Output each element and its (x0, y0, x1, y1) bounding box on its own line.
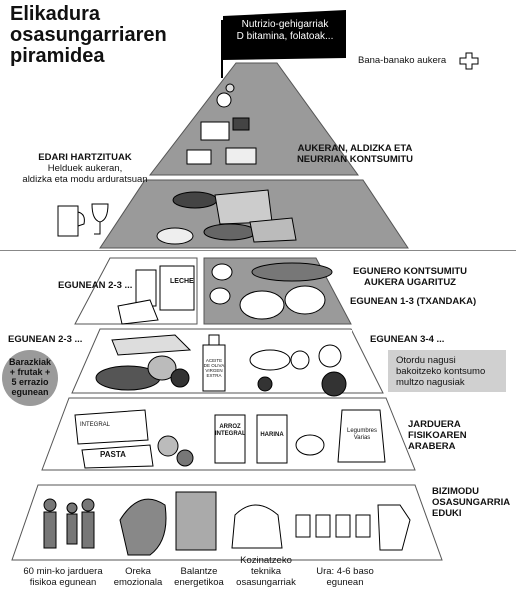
activity-line-1: JARDUERA (408, 419, 461, 430)
flour-label: HARINA (260, 432, 284, 438)
veg-servings: EGUNEAN 2-3 ... (8, 334, 83, 345)
base-icons (43, 491, 411, 556)
legumes-label: Legumbres Varias (342, 428, 382, 442)
oil-label: ACEITE DE OLIVA VIRGEN EXTRA (203, 358, 225, 378)
protein-icons (209, 262, 333, 320)
oil-line-4: EXTRA (206, 373, 222, 378)
caption-activity-line-1: 60 min-ko jarduera (23, 566, 103, 577)
fruit-icons (249, 344, 347, 397)
caption-energy-line-1: Balantze (180, 566, 218, 577)
oil-line-1: ACEITE (205, 358, 223, 363)
beer-wine-icons (57, 203, 109, 237)
rice-line-2: INTEGRAL (215, 431, 246, 437)
grain-icons (74, 409, 386, 469)
daily-line-2: AUKERA UGARITUZ (363, 277, 456, 288)
title-line-2: osasungarriaren (10, 24, 167, 46)
occasional-label: AUKERAN, ALDIZKA ETA NEURRIAN KONTSUMITU (295, 143, 415, 165)
grain-note-text: Otordu nagusi bakoitzeko kontsumo multzo… (396, 355, 485, 388)
healthy-line-2: OSASUNGARRIA (432, 497, 511, 508)
glasses-icon (295, 514, 371, 538)
flag-text: Nutrizio-gehigarriak D bitamina, folatoa… (226, 19, 344, 43)
fermented-drinks: EDARI HARTZITUAK Helduek aukeran, aldizk… (10, 152, 160, 185)
fermented-line-2: aldizka eta modu arduratsuan (22, 174, 148, 185)
dairy-servings: EGUNEAN 2-3 ... (58, 280, 133, 291)
weekly-label: EGUNEAN 1-3 (TXANDAKA) (350, 296, 477, 307)
caption-emotional-line-2: emozionala (113, 577, 163, 588)
caption-activity: 60 min-ko jarduera fisikoa egunean (18, 566, 108, 588)
caption-cooking-line-1: Kozinatzeko (240, 555, 292, 566)
page-title: Elikadura osasungarriaren piramidea (10, 4, 200, 67)
sweets-icons (186, 83, 257, 165)
occasional-line-2: NEURRIAN KONTSUMITU (296, 154, 414, 165)
caption-emotional: Oreka emozionala (108, 566, 168, 588)
bread-label: INTEGRAL (80, 422, 111, 428)
daily-line-1: EGUNERO KONTSUMITU (353, 266, 467, 277)
oil-line-2: DE OLIVA (203, 363, 225, 368)
family-icon (43, 498, 95, 549)
cross-icon (459, 52, 479, 70)
five-a-day-line-4: egunean (11, 387, 49, 397)
activity-line-3: ARABERA (408, 441, 456, 452)
oil-line-3: VIRGEN (205, 368, 223, 373)
flag-line-1: Nutrizio-gehigarriak (241, 19, 329, 30)
meat-icons (156, 189, 297, 245)
dairy-icons (117, 265, 195, 325)
caption-emotional-line-1: Oreka (125, 566, 151, 577)
five-a-day-text: Barazkiak + frutak + 5 errazio egunean (3, 357, 57, 397)
flag-line-2: D bitamina, folatoak... (236, 31, 334, 42)
flag-shape (223, 10, 346, 60)
caption-water: Ura: 4-6 baso egunean (300, 566, 390, 588)
title-line-3: piramidea (10, 45, 105, 67)
grain-note-box (388, 350, 506, 392)
healthy-line-1: BIZIMODU (432, 486, 479, 497)
legumes-line-2: Varias (353, 435, 371, 441)
five-a-day-line-2: + frutak + (9, 367, 51, 377)
caption-energy-line-2: energetikoa (174, 577, 224, 588)
healthy-life-label: BIZIMODU OSASUNGARRIA EDUKI (432, 486, 510, 519)
fermented-line-1: Helduek aukeran, (47, 163, 123, 174)
occasional-line-1: AUKERAN, ALDIZKA ETA (297, 143, 413, 154)
optional-label: Bana-banako aukera (358, 55, 447, 66)
five-a-day-circle (2, 350, 58, 406)
grain-note-line-1: Otordu nagusi (396, 355, 456, 366)
teapot-icon (231, 504, 283, 549)
legumes-line-1: Legumbres (346, 428, 378, 434)
veg-icons (95, 334, 192, 391)
rice-line-1: ARROZ (219, 424, 241, 430)
head-icon (119, 498, 167, 556)
title-line-1: Elikadura (10, 3, 101, 25)
grain-note-line-2: bakoitzeko kontsumo (396, 366, 486, 377)
healthy-line-3: EDUKI (432, 508, 462, 519)
caption-activity-line-2: fisikoa egunean (29, 577, 97, 588)
caption-cooking-line-2: teknika (250, 566, 282, 577)
divider-line (0, 250, 516, 251)
pasta-label: PASTA (100, 450, 126, 459)
oil-bottle (202, 334, 226, 392)
caption-water-line-2: egunean (326, 577, 364, 588)
fruit-oil-servings: EGUNEAN 3-4 ... (370, 334, 445, 345)
daily-label: EGUNERO KONTSUMITU AUKERA UGARITUZ (340, 266, 480, 288)
tier-top (148, 62, 359, 176)
caption-cooking-line-3: osasungarriak (236, 577, 296, 588)
five-a-day-line-3: 5 errazio (11, 377, 49, 387)
fermented-heading: EDARI HARTZITUAK (38, 152, 132, 163)
caption-cooking: Kozinatzeko teknika osasungarriak (230, 555, 302, 588)
rice-label: ARROZ INTEGRAL (215, 424, 246, 438)
activity-line-2: FISIKOAREN (408, 430, 467, 441)
five-a-day-line-1: Barazkiak (8, 357, 52, 367)
grain-note-line-3: multzo nagusiak (396, 377, 465, 388)
leche-label: LECHE (170, 278, 194, 285)
activity-label: JARDUERA FISIKOAREN ARABERA (408, 419, 467, 452)
tier-base-bg (11, 484, 443, 561)
scale-icon (175, 491, 217, 551)
caption-water-line-1: Ura: 4-6 baso (316, 566, 374, 577)
caption-energy: Balantze energetikoa (168, 566, 230, 588)
jug-icon (377, 504, 411, 551)
